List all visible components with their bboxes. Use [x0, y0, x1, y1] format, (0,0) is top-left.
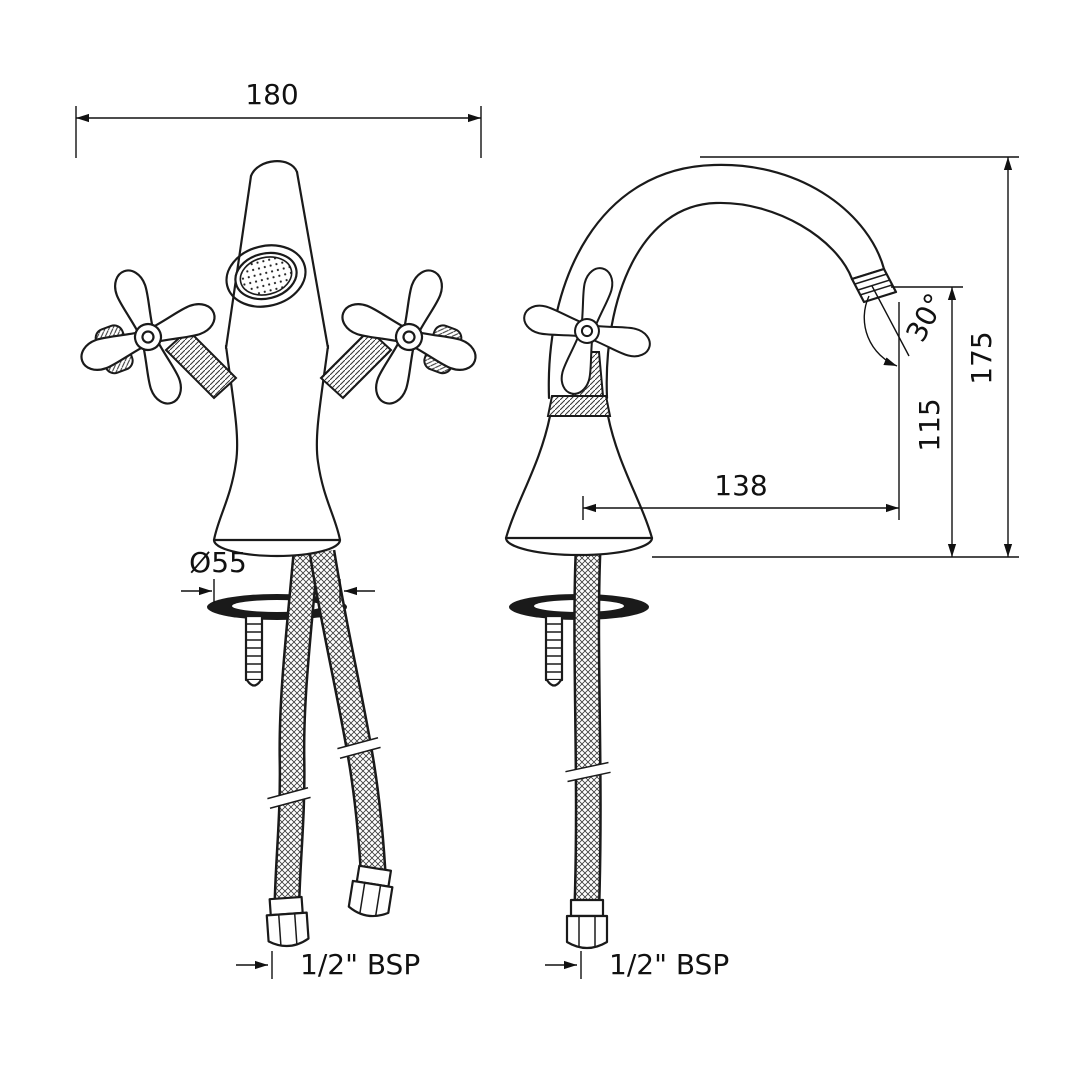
supply-hose-front-left [273, 550, 320, 903]
dim-spout-height-label: 115 [913, 398, 946, 451]
hose-nut [347, 864, 394, 918]
cross-handle-right [319, 247, 498, 426]
aerator-face [225, 244, 307, 308]
knurled-collar-side [546, 395, 612, 417]
faucet-body-side [504, 414, 654, 557]
cross-handle-left [58, 247, 237, 426]
dim-inlet-thread-front-label: 1/2" BSP [300, 948, 420, 981]
cross-handle-side [509, 253, 665, 409]
dim-spout-reach-label: 138 [714, 469, 767, 502]
dim-base-diameter-label: Ø55 [189, 546, 247, 579]
dimension-inlet-thread-front: 1/2" BSP [236, 948, 420, 981]
dimension-inlet-thread-side: 1/2" BSP [545, 948, 729, 981]
spout-side [547, 163, 898, 400]
hose-break-mark [565, 761, 611, 783]
hose-nut [565, 898, 609, 950]
hose-nut [265, 895, 310, 948]
supply-hose-front-right [308, 549, 387, 871]
dim-spout-angle-label: 30° [899, 288, 951, 347]
dimension-overall-width: 180 [75, 78, 482, 158]
side-view [504, 163, 898, 950]
dim-inlet-thread-side-label: 1/2" BSP [609, 948, 729, 981]
dimensions: 180 Ø55 1/2" BSP 1/2" BSP 138 [75, 78, 1019, 981]
front-view [58, 160, 498, 948]
mounting-stud-side [544, 614, 564, 687]
dim-overall-width-label: 180 [245, 78, 298, 111]
dimension-spout-height: 115 [891, 286, 963, 557]
hose-break-mark [337, 737, 381, 759]
dimension-overall-height: 175 [652, 156, 1019, 558]
mounting-stud-front [244, 614, 264, 687]
supply-hose-side [573, 551, 602, 903]
hose-break-mark [267, 787, 311, 809]
dimension-base-diameter: Ø55 [181, 546, 375, 603]
faucet-body-front [212, 344, 342, 558]
dim-overall-height-label: 175 [965, 331, 998, 384]
